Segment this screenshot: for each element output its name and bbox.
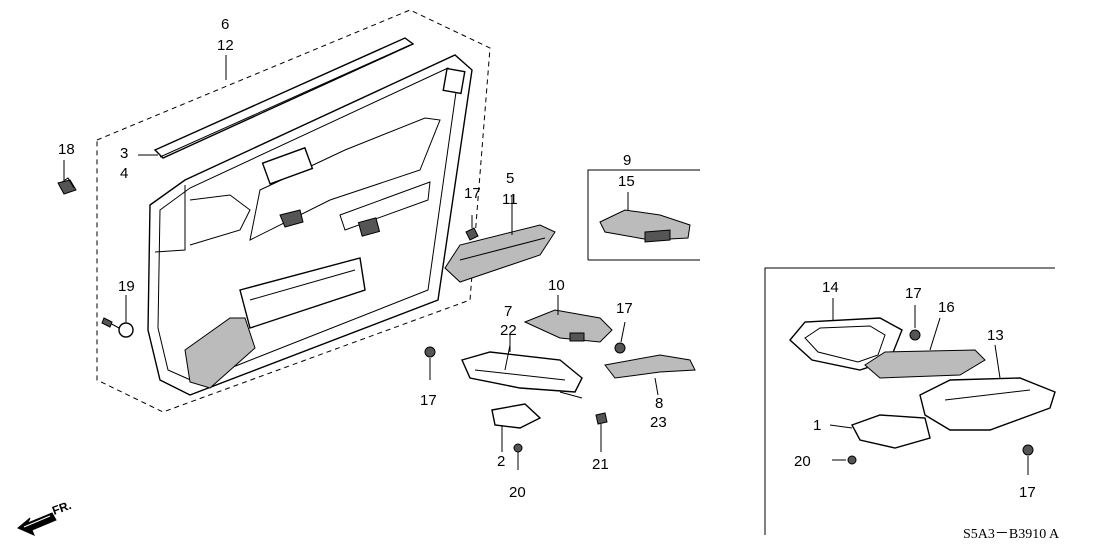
part-9-15-frame — [587, 169, 700, 260]
label-21: 21 — [592, 456, 609, 473]
handle-part-16 — [864, 317, 986, 379]
screw-part-17-c — [424, 346, 436, 380]
screw-part-17-d — [909, 305, 921, 341]
handle-part-10 — [523, 309, 613, 343]
label-17-e: 17 — [1019, 484, 1036, 501]
clip-part-18 — [57, 177, 77, 195]
label-7: 7 — [504, 303, 512, 320]
screw-part-21 — [595, 412, 608, 452]
alt-type-frame — [764, 267, 1055, 535]
label-6: 6 — [221, 16, 229, 33]
switch-part-2 — [491, 403, 542, 452]
label-17-c: 17 — [420, 392, 437, 409]
handle-part-8-23 — [604, 354, 696, 396]
label-8: 8 — [655, 395, 663, 412]
label-15: 15 — [618, 173, 635, 190]
speaker-grille — [184, 317, 256, 389]
label-17-b: 17 — [616, 300, 633, 317]
screw-part-17-b — [614, 321, 626, 354]
label-22: 22 — [500, 322, 517, 339]
window-sill-molding — [153, 37, 415, 159]
front-direction-label: FR. — [50, 498, 73, 518]
label-3: 3 — [120, 145, 128, 162]
label-1: 1 — [813, 417, 821, 434]
handle-base-13 — [919, 344, 1056, 431]
label-13: 13 — [987, 327, 1004, 344]
screw-part-20-a — [513, 443, 523, 470]
switch-part-1 — [829, 414, 931, 449]
handle-bezel-14 — [789, 317, 903, 371]
door-panel-group-outline — [96, 9, 491, 413]
label-19: 19 — [118, 278, 135, 295]
clip-part-19 — [101, 317, 134, 338]
screw-part-17-a — [465, 215, 479, 241]
label-2: 2 — [497, 453, 505, 470]
label-14: 14 — [822, 279, 839, 296]
label-16: 16 — [938, 299, 955, 316]
handle-cover-5-11 — [444, 224, 556, 283]
front-direction-arrow-icon — [17, 512, 57, 536]
label-5: 5 — [506, 170, 514, 187]
screw-part-20-b — [832, 455, 857, 465]
screw-part-17-e — [1022, 444, 1034, 475]
handle-part-9-15 — [599, 209, 691, 243]
label-20-b: 20 — [794, 453, 811, 470]
inner-handle-7-22 — [461, 344, 583, 399]
label-4: 4 — [120, 165, 128, 182]
label-23: 23 — [650, 414, 667, 431]
door-lining-panel — [147, 54, 473, 396]
label-17-a: 17 — [464, 185, 481, 202]
label-20-a: 20 — [509, 484, 526, 501]
label-18: 18 — [58, 141, 75, 158]
label-9: 9 — [623, 152, 631, 169]
diagram-code: S5A3－B3910 A — [963, 527, 1060, 542]
label-12: 12 — [217, 37, 234, 54]
label-10: 10 — [548, 277, 565, 294]
label-17-d: 17 — [905, 285, 922, 302]
label-11: 11 — [502, 191, 518, 208]
